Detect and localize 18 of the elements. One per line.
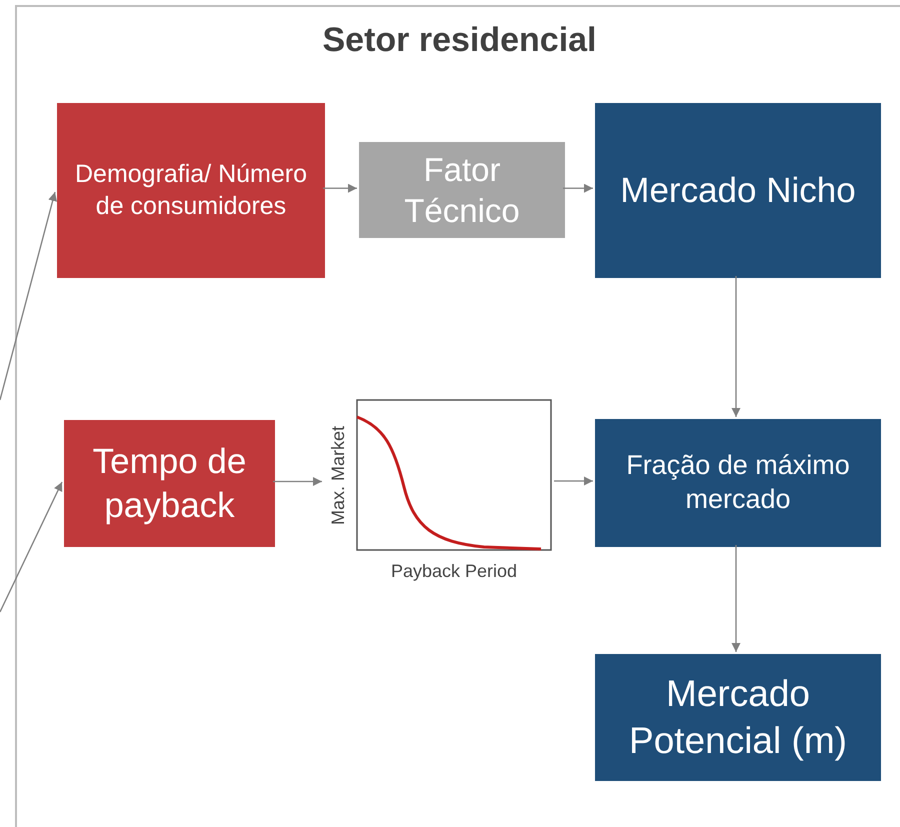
arrow xyxy=(732,276,740,417)
axis-label: Payback Period xyxy=(390,561,518,582)
process-box: Fração de máximo mercado xyxy=(595,419,881,547)
arrow xyxy=(0,192,58,400)
process-box: Fator Técnico xyxy=(359,142,565,238)
process-box: Tempo de payback xyxy=(64,420,275,547)
process-box: Demografia/ Número de consumidores xyxy=(57,103,325,278)
arrow xyxy=(554,476,593,486)
arrow xyxy=(323,184,357,193)
process-box: Mercado Potencial (m) xyxy=(595,654,881,781)
section-frame xyxy=(15,5,900,827)
process-box: Mercado Nicho xyxy=(595,103,881,278)
arrow xyxy=(0,482,63,612)
arrow xyxy=(273,477,322,486)
arrow xyxy=(732,545,740,652)
section-title: Setor residencial xyxy=(321,21,598,60)
axis-label: Max. Market xyxy=(328,425,350,525)
arrow xyxy=(563,184,593,193)
